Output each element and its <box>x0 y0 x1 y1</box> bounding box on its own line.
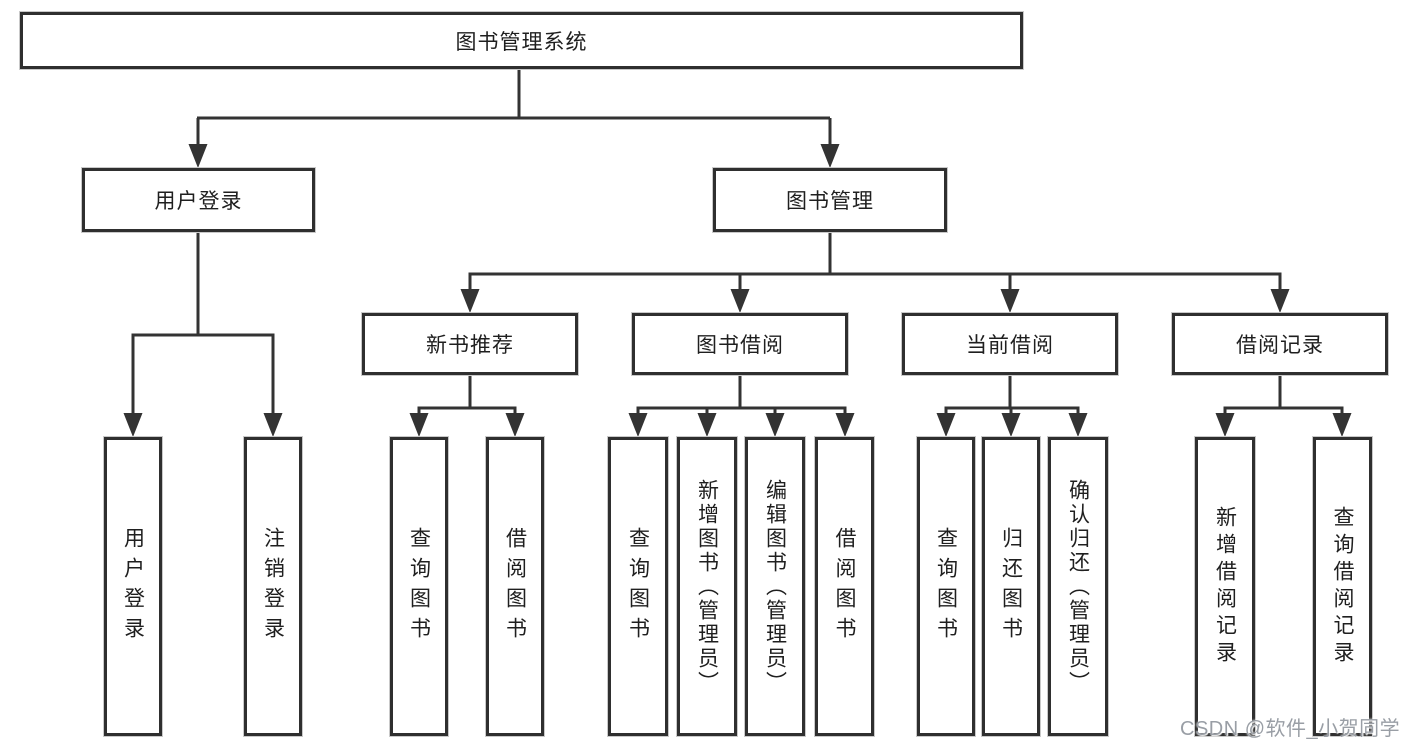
leaf-logout-label: 注销登录 <box>261 526 285 647</box>
leaf-borrow-books-1-label: 借阅图书 <box>503 526 527 647</box>
node-book-borrowing-label: 图书借阅 <box>696 334 784 357</box>
node-current-borrowing: 当前借阅 <box>902 313 1118 375</box>
node-book-borrowing: 图书借阅 <box>632 313 848 375</box>
leaf-return-books-label: 归还图书 <box>999 526 1023 647</box>
node-root-label: 图书管理系统 <box>455 30 588 54</box>
node-book-management: 图书管理 <box>713 168 947 232</box>
node-root: 图书管理系统 <box>20 12 1023 69</box>
leaf-add-books-admin-label: 新增图书（管理员） <box>695 478 719 695</box>
leaf-query-books-1-label: 查询图书 <box>407 526 431 647</box>
node-new-book-recommend: 新书推荐 <box>362 313 578 375</box>
leaf-add-books-admin: 新增图书（管理员） <box>677 437 737 736</box>
leaf-confirm-return-admin: 确认归还（管理员） <box>1048 437 1108 736</box>
leaf-edit-books-admin: 编辑图书（管理员） <box>745 437 805 736</box>
leaf-query-borrow-record-label: 查询借阅记录 <box>1331 505 1354 668</box>
leaf-add-borrow-record: 新增借阅记录 <box>1195 437 1255 736</box>
leaf-query-books-2-label: 查询图书 <box>626 526 650 647</box>
leaf-borrow-books-2: 借阅图书 <box>815 437 874 736</box>
leaf-query-books-1: 查询图书 <box>390 437 448 736</box>
leaf-query-books-2: 查询图书 <box>608 437 668 736</box>
node-user-login: 用户登录 <box>82 168 315 232</box>
leaf-add-borrow-record-label: 新增借阅记录 <box>1213 505 1237 668</box>
leaf-return-books: 归还图书 <box>982 437 1040 736</box>
leaf-user-login-label: 用户登录 <box>121 526 145 647</box>
leaf-user-login: 用户登录 <box>104 437 162 736</box>
leaf-borrow-books-2-label: 借阅图书 <box>833 526 856 647</box>
leaf-edit-books-admin-label: 编辑图书（管理员） <box>763 478 787 695</box>
leaf-confirm-return-admin-label: 确认归还（管理员） <box>1066 478 1090 695</box>
leaf-query-books-3-label: 查询图书 <box>934 526 958 647</box>
node-current-borrowing-label: 当前借阅 <box>966 334 1054 357</box>
node-new-book-recommend-label: 新书推荐 <box>426 334 514 357</box>
leaf-logout: 注销登录 <box>244 437 302 736</box>
node-user-login-label: 用户登录 <box>154 190 243 213</box>
leaf-borrow-books-1: 借阅图书 <box>486 437 544 736</box>
csdn-watermark: CSDN @软件_小贺同学 <box>1180 718 1401 740</box>
node-borrowing-records-label: 借阅记录 <box>1236 334 1324 357</box>
node-book-management-label: 图书管理 <box>786 190 874 213</box>
leaf-query-borrow-record: 查询借阅记录 <box>1313 437 1372 736</box>
node-borrowing-records: 借阅记录 <box>1172 313 1388 375</box>
leaf-query-books-3: 查询图书 <box>917 437 975 736</box>
